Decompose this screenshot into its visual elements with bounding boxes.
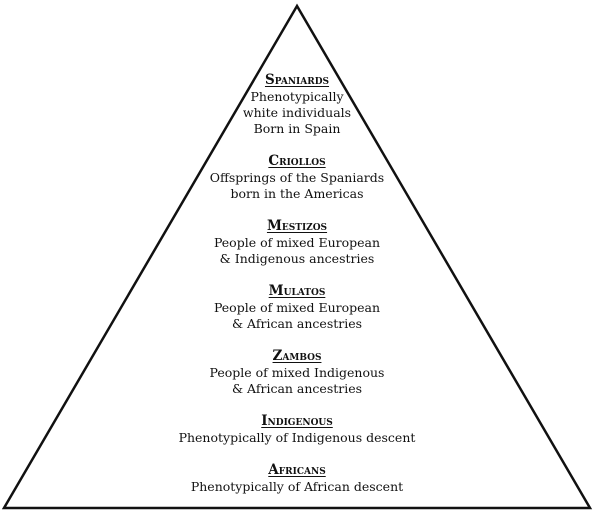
tier-description-line: Phenotypically of African descent bbox=[190, 479, 404, 494]
tier-title: Spaniards bbox=[264, 72, 330, 88]
tier-title: Zambos bbox=[272, 348, 322, 364]
tier-mulatos: Mulatos People of mixed European & Afric… bbox=[147, 283, 447, 332]
tier-description-line: Phenotypically bbox=[250, 89, 344, 104]
tier-spaniards: Spaniards Phenotypically white individua… bbox=[147, 72, 447, 137]
tier-description-line: Born in Spain bbox=[253, 121, 341, 136]
tier-description-line: People of mixed Indigenous bbox=[209, 365, 385, 380]
tier-description-line: Offsprings of the Spaniards bbox=[209, 170, 385, 185]
tier-description-line: People of mixed European bbox=[213, 235, 381, 250]
tier-title: Africans bbox=[268, 462, 326, 478]
tier-criollos: Criollos Offsprings of the Spaniards bor… bbox=[147, 153, 447, 202]
tier-description-line: & Indigenous ancestries bbox=[219, 251, 375, 266]
tier-title: Indigenous bbox=[261, 413, 333, 429]
tier-title: Mulatos bbox=[268, 283, 326, 299]
pyramid-triangle bbox=[1, 3, 593, 510]
tier-description-line: born in the Americas bbox=[230, 186, 364, 201]
tier-description-line: People of mixed European bbox=[213, 300, 381, 315]
tier-mestizos: Mestizos People of mixed European & Indi… bbox=[147, 218, 447, 267]
tier-africans: Africans Phenotypically of African desce… bbox=[147, 462, 447, 495]
tier-description-line: Phenotypically of Indigenous descent bbox=[178, 430, 416, 445]
tier-zambos: Zambos People of mixed Indigenous & Afri… bbox=[147, 348, 447, 397]
tier-description-line: white individuals bbox=[242, 105, 352, 120]
tier-description-line: & African ancestries bbox=[231, 316, 363, 331]
tier-description-line: & African ancestries bbox=[231, 381, 363, 396]
tier-title: Criollos bbox=[268, 153, 326, 169]
tier-indigenous: Indigenous Phenotypically of Indigenous … bbox=[147, 413, 447, 446]
tier-title: Mestizos bbox=[266, 218, 328, 234]
